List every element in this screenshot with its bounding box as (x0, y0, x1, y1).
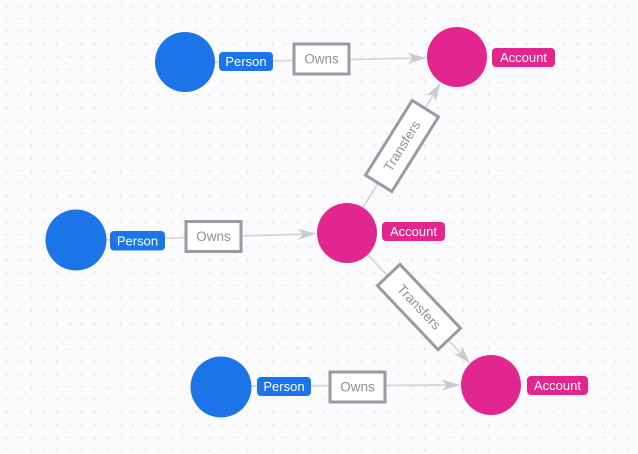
relationship-label-owns-top[interactable]: Owns (292, 42, 351, 76)
node-person-middle[interactable] (45, 209, 107, 271)
relationship-label-text: Owns (196, 229, 231, 244)
badge-label: Person (225, 54, 266, 69)
node-badge-person-top: Person (219, 52, 273, 71)
relationship-label-text: Owns (340, 380, 375, 395)
relationship-box (375, 262, 463, 352)
badge-label: Person (117, 233, 158, 248)
node-account-top[interactable] (427, 27, 487, 87)
node-account-bottom[interactable] (461, 355, 521, 415)
badge-background (219, 52, 273, 71)
badge-background (492, 48, 555, 67)
node-person-bottom[interactable] (190, 356, 252, 418)
badge-label: Account (390, 224, 437, 239)
relationship-box (184, 220, 243, 253)
relationship-box (328, 370, 387, 404)
relationship-label-owns-middle[interactable]: Owns (184, 220, 243, 253)
node-person-top[interactable] (155, 32, 215, 92)
relationship-label-text: Owns (304, 52, 339, 67)
node-badge-account-middle: Account (382, 222, 445, 241)
node-badge-account-bottom: Account (527, 376, 588, 395)
badge-label: Account (534, 378, 581, 393)
node-badge-account-top: Account (492, 48, 555, 67)
node-account-middle[interactable] (317, 203, 377, 263)
relationship-box (292, 42, 351, 76)
relationship-label-owns-bottom[interactable]: Owns (328, 370, 387, 404)
badge-background (110, 231, 165, 251)
badge-background (527, 376, 588, 395)
badge-background (257, 377, 311, 396)
badge-label: Account (500, 50, 547, 65)
badge-label: Person (263, 379, 304, 394)
node-badges-layer: Person Person Person Account Account Acc… (110, 48, 588, 396)
badge-background (382, 222, 445, 241)
node-badge-person-bottom: Person (257, 377, 311, 396)
relationship-label-transfers-up[interactable]: Transfers (363, 98, 441, 194)
node-badge-person-middle: Person (110, 231, 165, 251)
nodes-layer (45, 27, 521, 418)
relationship-box (363, 98, 441, 194)
